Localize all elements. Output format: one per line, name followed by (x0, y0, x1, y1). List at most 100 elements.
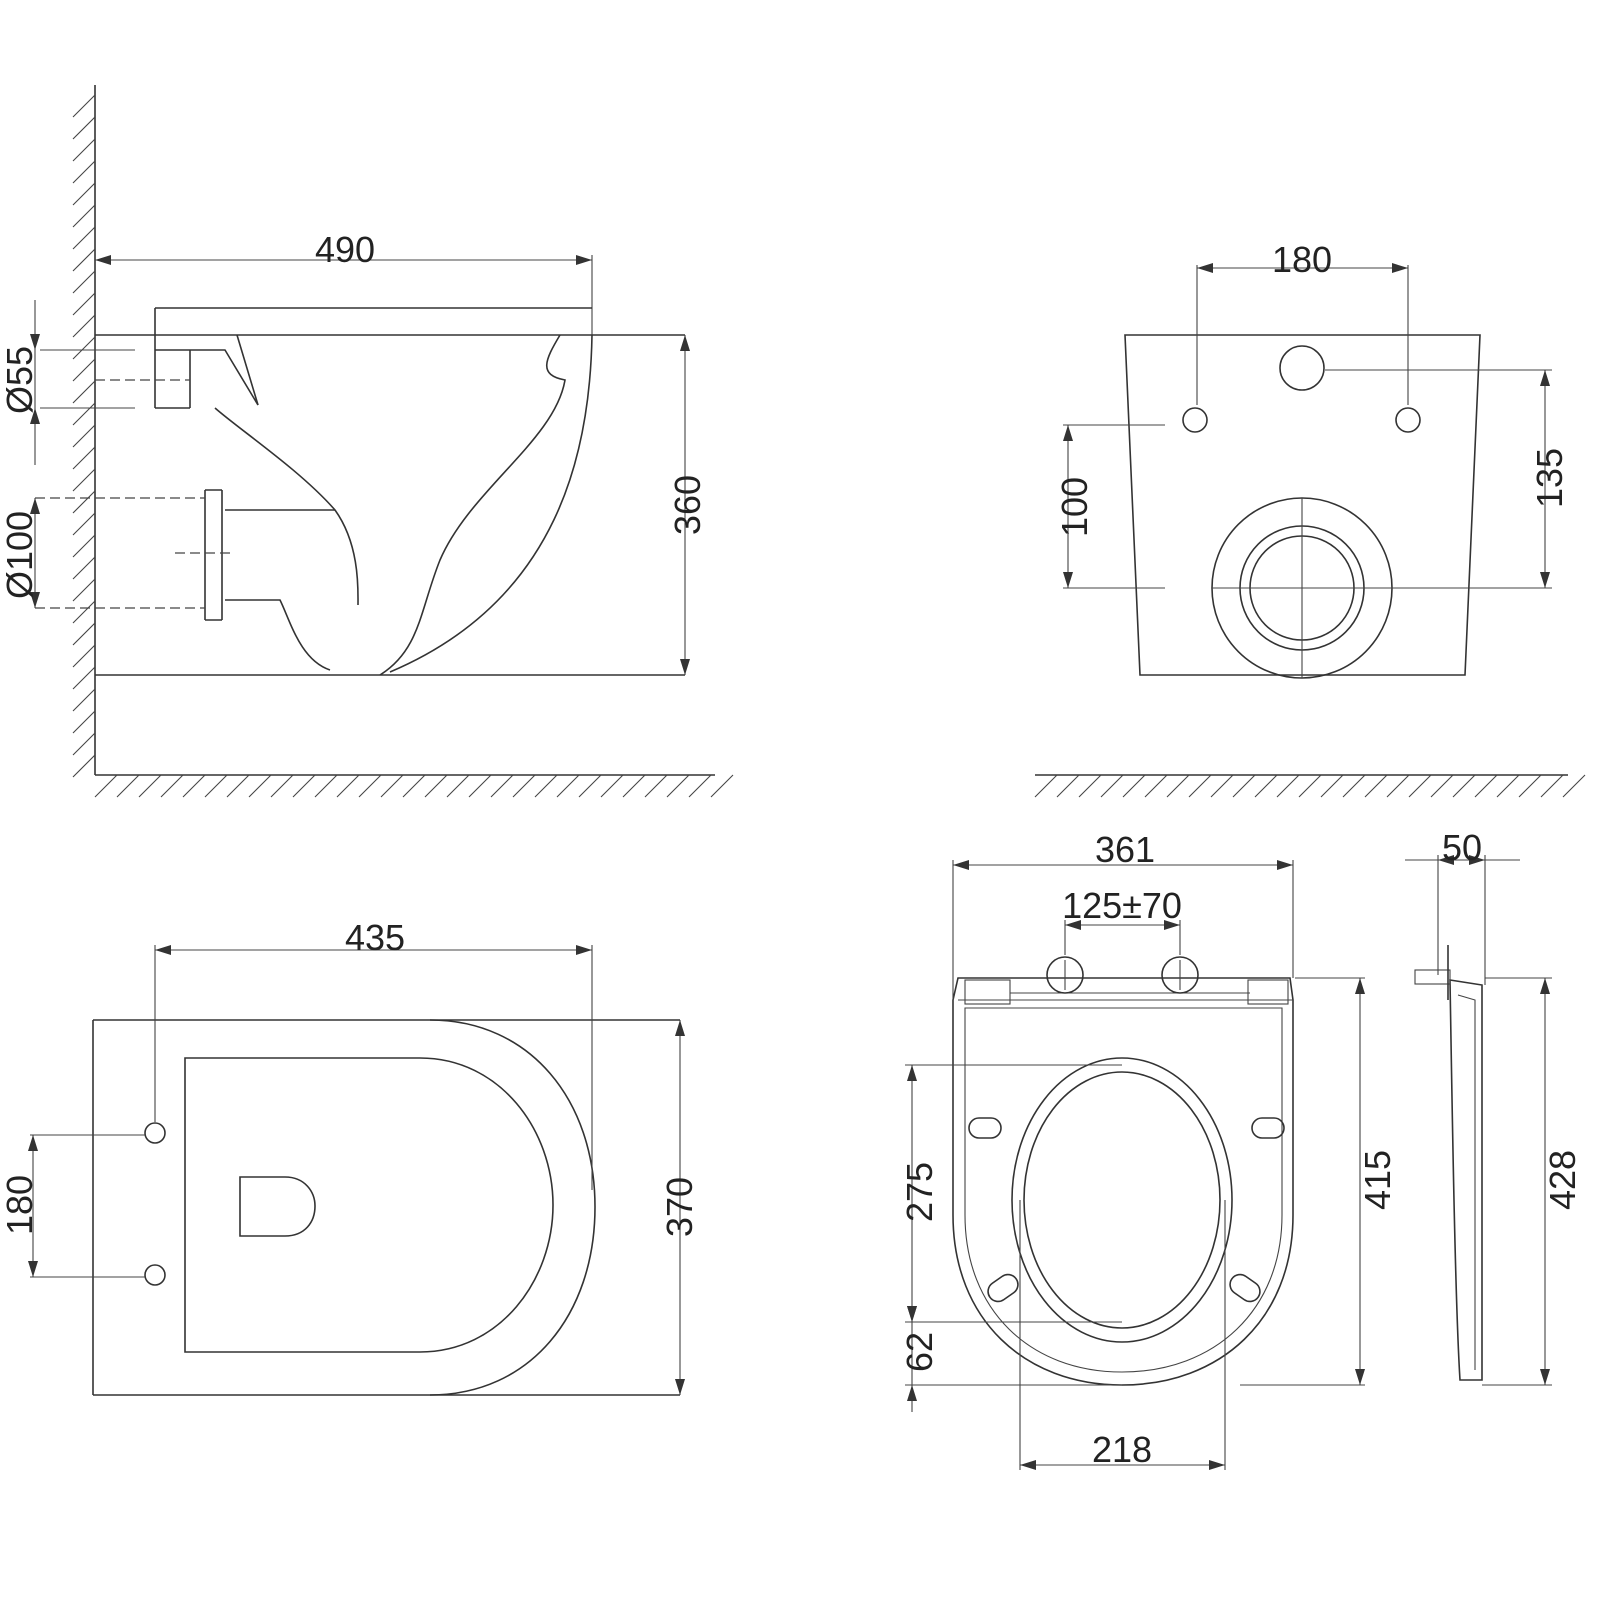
hatch-line (446, 774, 470, 798)
dim-opening-length: 275 (899, 1162, 940, 1222)
dim-seat-side-length: 428 (1542, 1150, 1583, 1210)
hatch-line (72, 116, 96, 140)
arrowhead (1540, 572, 1550, 588)
outline-path (225, 599, 331, 671)
hatch-line (1276, 774, 1300, 798)
seat-opening-outer (1011, 1057, 1233, 1343)
bolt-hole (144, 1264, 166, 1286)
bumper-icon (968, 1117, 1002, 1139)
hatch-line (138, 774, 162, 798)
arrowhead (1540, 978, 1550, 994)
arrowhead (907, 1306, 917, 1322)
hatch-line (72, 270, 96, 294)
hatch-line (1188, 774, 1212, 798)
hatch-line (72, 248, 96, 272)
hatch-line (182, 774, 206, 798)
arrowhead (28, 1261, 38, 1277)
hatch-line (1562, 774, 1586, 798)
hatch-line (1166, 774, 1190, 798)
hatch-line (72, 710, 96, 734)
hatch-line (380, 774, 404, 798)
dim-outlet-diameter: Ø100 (0, 511, 40, 599)
dim-side-length: 490 (315, 229, 375, 270)
hatch-line (72, 556, 96, 580)
bumper-icon (1229, 1273, 1261, 1303)
outline-path (236, 334, 259, 406)
arrowhead (1020, 1460, 1036, 1470)
arrowhead (1469, 855, 1485, 865)
hatch-line (248, 774, 272, 798)
dim-rear-bolt-spacing: 180 (1272, 239, 1332, 280)
dim-seat-side-thickness: 50 (1442, 827, 1482, 868)
arrowhead (675, 1379, 685, 1395)
circle (1395, 407, 1421, 433)
hatch-line (72, 204, 96, 228)
drawing-geometry (28, 85, 1586, 1470)
bumper-icon (987, 1273, 1019, 1303)
hatch-line (1452, 774, 1476, 798)
arrowhead (1438, 855, 1454, 865)
hatch-line (1144, 774, 1168, 798)
hatch-line (710, 774, 734, 798)
arrowhead (1063, 425, 1073, 441)
dim-plan-bolt-spacing: 180 (0, 1175, 40, 1235)
hatch-line (512, 774, 536, 798)
arrowhead (30, 498, 40, 514)
dim-side-height: 360 (667, 475, 708, 535)
hatch-line (116, 774, 140, 798)
arrowhead (1065, 920, 1081, 930)
outline-path (379, 334, 566, 676)
hatch-line (72, 380, 96, 404)
hatch-line (72, 732, 96, 756)
hinge-bracket (1414, 969, 1451, 985)
hinge-icon (1161, 956, 1199, 994)
circle (1182, 407, 1208, 433)
arrowhead (907, 1385, 917, 1401)
hatch-line (72, 688, 96, 712)
hatch-line (1408, 774, 1432, 798)
hatch-line (1078, 774, 1102, 798)
hatch-line (1298, 774, 1322, 798)
hatch-line (72, 336, 96, 360)
hatch-line (72, 292, 96, 316)
arrowhead (907, 1065, 917, 1081)
arrowhead (1355, 978, 1365, 994)
hatch-line (1100, 774, 1124, 798)
hatch-line (402, 774, 426, 798)
arrowhead (953, 860, 969, 870)
hatch-line (358, 774, 382, 798)
outline-path (389, 334, 593, 673)
hatch-line (204, 774, 228, 798)
hatch-line (314, 774, 338, 798)
arrowhead (1063, 572, 1073, 588)
hatch-line (556, 774, 580, 798)
arrowhead (675, 1020, 685, 1036)
arrowhead (30, 592, 40, 608)
hinge-block (1247, 979, 1289, 1005)
bowl-rim-outline (429, 1019, 596, 1396)
hatch-line (72, 644, 96, 668)
dim-plan-depth: 435 (345, 917, 405, 958)
hatch-line (270, 774, 294, 798)
arrowhead (1540, 1369, 1550, 1385)
hatch-line (534, 774, 558, 798)
hatch-line (1122, 774, 1146, 798)
arrowhead (1392, 263, 1408, 273)
arrowhead (1209, 1460, 1225, 1470)
arrowhead (1197, 263, 1213, 273)
hatch-line (1210, 774, 1234, 798)
hatch-line (94, 774, 118, 798)
seat-opening-inner (1023, 1071, 1221, 1329)
hatch-line (72, 358, 96, 382)
outline-path (1457, 994, 1476, 1370)
hatch-line (1342, 774, 1366, 798)
hatch-line (72, 314, 96, 338)
bowl-inner-outline (184, 1057, 554, 1353)
bowl-rear-outline (1124, 334, 1481, 676)
hatch-line (72, 600, 96, 624)
hatch-line (72, 622, 96, 646)
arrowhead (1355, 1369, 1365, 1385)
outline-path (214, 407, 359, 606)
dim-rear-inlet-height: 135 (1529, 448, 1570, 508)
